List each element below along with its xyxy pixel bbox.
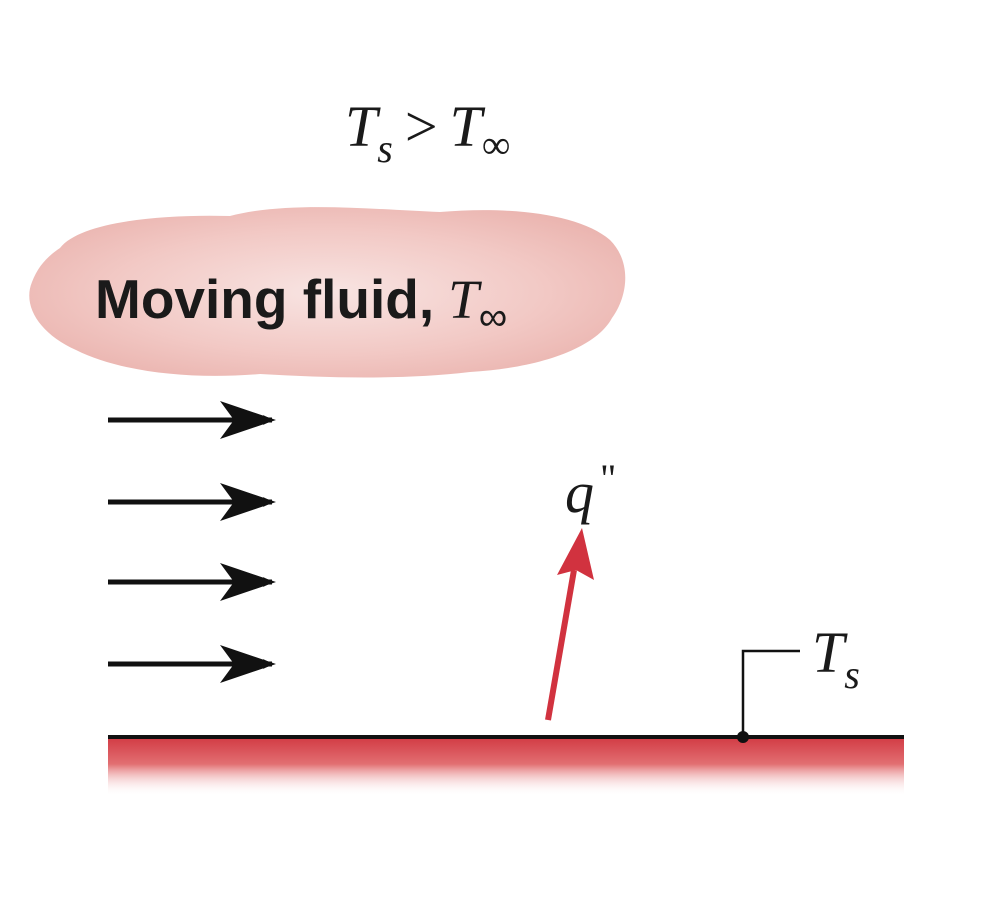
- arrowhead-icon: [220, 401, 276, 439]
- callout-leader: [741, 649, 800, 737]
- fluid-symbol: T: [448, 269, 482, 330]
- surface-gradient: [108, 738, 904, 796]
- fluid-cloud: Moving fluid,T∞: [29, 207, 626, 378]
- svg-text:Moving fluid,T∞: Moving fluid,T∞: [95, 268, 507, 339]
- surface-symbol: T: [812, 620, 848, 685]
- heat-flux-symbol: q: [565, 460, 594, 525]
- arrowhead-icon: [220, 483, 276, 521]
- arrowhead-icon: [220, 563, 276, 601]
- condition-lhs-symbol: T: [345, 94, 381, 159]
- callout-dot: [737, 731, 749, 743]
- condition-lhs-subscript: s: [377, 126, 393, 171]
- fluid-label: Moving fluid,: [95, 268, 434, 330]
- surface-temperature-callout: Ts: [737, 620, 860, 743]
- heat-flux-arrowhead-icon: [557, 528, 594, 580]
- heat-flux-prime: ": [600, 456, 616, 501]
- flow-arrowheads: [220, 401, 276, 683]
- fluid-subscript: ∞: [479, 295, 508, 339]
- svg-text:q": q": [565, 456, 616, 525]
- heat-flux-shaft: [545, 569, 577, 721]
- condition-rhs-symbol: T: [450, 94, 486, 159]
- condition-operator: >: [405, 94, 438, 159]
- heated-surface: [108, 735, 904, 796]
- condition-label: Ts>T∞: [345, 94, 510, 171]
- svg-text:Ts>T∞: Ts>T∞: [345, 94, 510, 171]
- arrowhead-icon: [220, 645, 276, 683]
- flow-arrows: [108, 415, 273, 669]
- svg-text:Ts: Ts: [812, 620, 860, 697]
- cloud-shape: [29, 207, 626, 378]
- surface-subscript: s: [844, 652, 860, 697]
- condition-rhs-subscript: ∞: [482, 122, 511, 167]
- heat-flux-arrow: q": [545, 456, 616, 721]
